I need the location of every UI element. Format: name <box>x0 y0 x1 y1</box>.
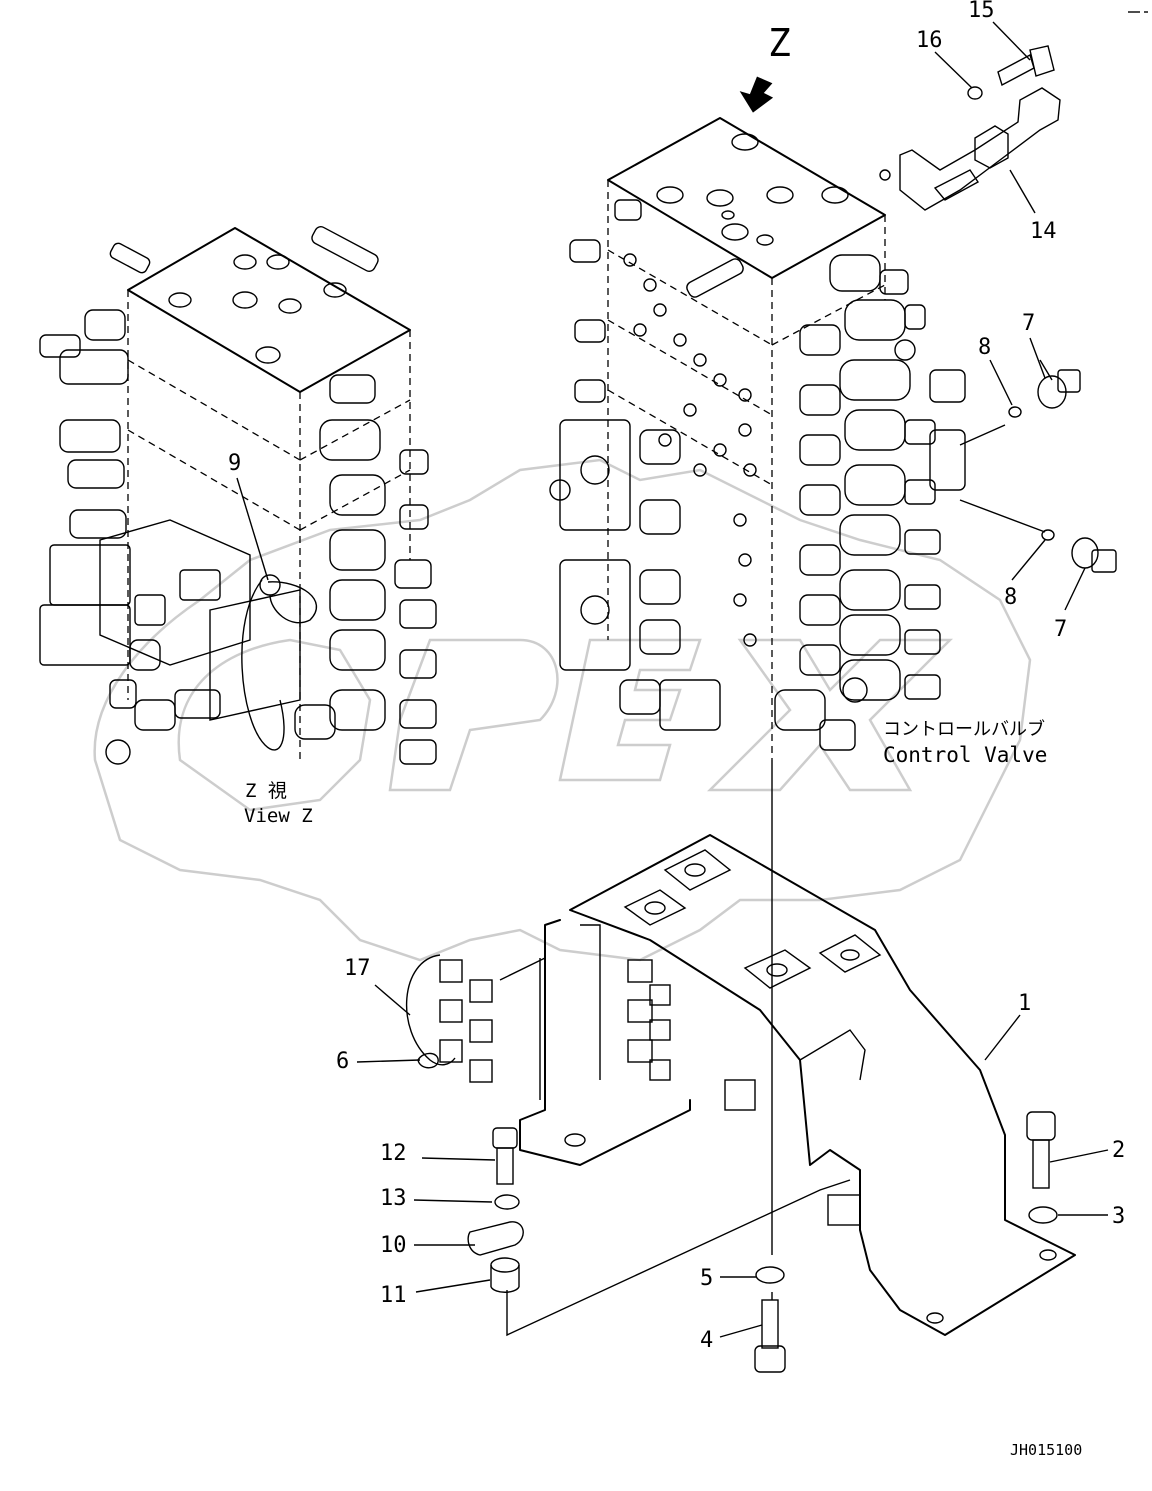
assembly-label-jp: コントロールバルブ <box>883 718 1045 740</box>
callout-13: 13 <box>380 1186 407 1211</box>
sensor-7-upper <box>1037 359 1081 409</box>
view-label-jp: Z 視 <box>245 780 287 802</box>
callout-3: 3 <box>1112 1204 1125 1229</box>
callout-7-lower: 7 <box>1054 617 1067 642</box>
callout-14: 14 <box>1030 219 1057 244</box>
callout-9: 9 <box>228 451 241 476</box>
clamp-10 <box>467 1221 524 1256</box>
sensor-7-lower <box>1071 537 1117 573</box>
control-valve-view-z <box>39 226 437 765</box>
callout-10: 10 <box>380 1233 407 1258</box>
callout-15: 15 <box>968 0 995 23</box>
callout-8-lower: 8 <box>1004 585 1017 610</box>
control-valve-main <box>549 117 966 760</box>
callout-12: 12 <box>380 1141 407 1166</box>
spacer-11 <box>490 1257 520 1293</box>
assembly-label-en: Control Valve <box>883 743 1047 767</box>
washer-5 <box>755 1266 785 1284</box>
washer-13 <box>494 1194 520 1210</box>
callout-6: 6 <box>336 1049 349 1074</box>
washer-16 <box>967 86 983 100</box>
bolt-12 <box>492 1127 518 1185</box>
bolt-4 <box>754 1299 786 1373</box>
leader-lines <box>236 21 1109 1338</box>
o-ring-8-upper <box>1008 406 1022 418</box>
callout-17: 17 <box>344 956 371 981</box>
callout-5: 5 <box>700 1266 713 1291</box>
view-marker-z: Z <box>768 21 791 65</box>
callout-8-upper: 8 <box>978 335 991 360</box>
support-bracket-1 <box>519 834 1076 1336</box>
callout-11: 11 <box>380 1283 407 1308</box>
callout-4: 4 <box>700 1328 713 1353</box>
drawing-code: JH015100 <box>1010 1441 1082 1459</box>
bracket-14 <box>879 87 1061 211</box>
callout-labels: 15 16 14 7 8 8 7 9 17 6 1 12 13 10 11 2 … <box>228 0 1125 1353</box>
callout-16: 16 <box>916 28 943 53</box>
callout-2: 2 <box>1112 1138 1125 1163</box>
harness-17 <box>405 954 493 1083</box>
bolt-2 <box>1026 1111 1056 1189</box>
assembly-lines <box>499 424 1046 1337</box>
callout-7-upper: 7 <box>1022 311 1035 336</box>
callout-1: 1 <box>1018 991 1031 1016</box>
washer-3 <box>1028 1206 1058 1224</box>
watermark <box>93 458 1032 962</box>
view-arrow <box>739 76 774 113</box>
o-ring-8-lower <box>1041 529 1055 541</box>
view-label-en: View Z <box>244 805 313 827</box>
bolt-15 <box>997 45 1055 87</box>
